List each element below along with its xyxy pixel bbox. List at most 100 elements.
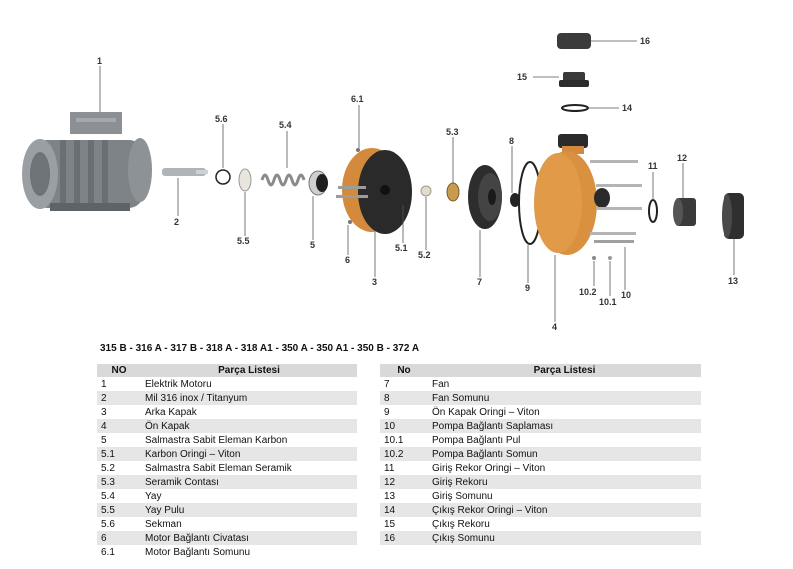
callout-9: 9 xyxy=(525,283,530,293)
stud-part xyxy=(594,240,634,243)
part-number: 15 xyxy=(384,518,396,530)
exploded-pump-diagram: 1 2 5.6 5.4 5.5 5 6.1 6 3 5.1 5.2 5.3 7 … xyxy=(22,33,744,332)
part-number: 14 xyxy=(380,503,428,517)
part-name: Pompa Bağlantı Somun xyxy=(428,447,701,461)
circlip-part xyxy=(215,169,231,185)
shaft-part xyxy=(162,168,208,176)
part-name: Ön Kapak Oringi – Viton xyxy=(432,406,540,418)
callout-10-1: 10.1 xyxy=(599,297,617,307)
part-number: 2 xyxy=(97,391,141,405)
part-number: 11 xyxy=(384,462,395,474)
callout-12: 12 xyxy=(677,153,687,163)
part-number: 5.3 xyxy=(97,475,141,489)
part-name: Salmastra Sabit Eleman Karbon xyxy=(145,434,288,446)
spring-washer-part xyxy=(238,168,252,192)
callout-6: 6 xyxy=(345,255,350,265)
callout-13: 13 xyxy=(728,276,738,286)
table-row: 3 Arka Kapak xyxy=(97,405,357,419)
callout-3: 3 xyxy=(372,277,377,287)
callout-5-5: 5.5 xyxy=(237,236,250,246)
model-numbers: 315 B - 316 A - 317 B - 318 A - 318 A1 -… xyxy=(100,343,420,354)
part-name: Ön Kapak xyxy=(141,419,357,433)
callout-14: 14 xyxy=(622,103,632,113)
part-name: Çıkış Rekoru xyxy=(432,518,490,530)
part-number: 12 xyxy=(380,475,428,489)
part-number: 10.1 xyxy=(384,434,404,446)
electric-motor-part xyxy=(22,112,152,211)
ceramic-gasket-part xyxy=(446,182,460,202)
table-header-row: No Parça Listesi xyxy=(380,364,701,377)
part-name: Seramik Contası xyxy=(141,475,357,489)
part-number: 5.1 xyxy=(97,447,141,461)
spring-part xyxy=(260,173,306,187)
table-row: 5.2 Salmastra Sabit Eleman Seramik xyxy=(97,461,357,475)
part-name: Elektrik Motoru xyxy=(145,378,212,390)
callout-10: 10 xyxy=(621,290,631,300)
callout-8: 8 xyxy=(509,136,514,146)
table-row: 15 Çıkış Rekoru xyxy=(380,517,701,531)
front-cover-part xyxy=(534,134,642,255)
callout-5-6: 5.6 xyxy=(215,114,228,124)
part-number: 6.1 xyxy=(101,546,115,558)
part-name: Çıkış Somunu xyxy=(428,531,701,545)
header-no: No xyxy=(380,364,428,377)
part-number: 5.4 xyxy=(101,490,115,502)
part-name: Yay Pulu xyxy=(141,503,357,517)
part-number: 10.2 xyxy=(380,447,428,461)
callout-15: 15 xyxy=(517,72,527,82)
inlet-union-part xyxy=(673,198,696,226)
back-cover-part xyxy=(336,148,412,234)
leader-lines xyxy=(99,40,735,322)
part-number: 5.2 xyxy=(101,462,115,474)
callout-5-1: 5.1 xyxy=(395,243,408,253)
part-number: 3 xyxy=(101,406,107,418)
inlet-nut-part xyxy=(722,193,744,239)
outlet-nut-part xyxy=(557,33,591,49)
stud-nut-part xyxy=(592,256,596,260)
table-row: 5.4 Yay xyxy=(97,489,357,503)
part-name: Çıkış Rekor Oringi – Viton xyxy=(428,503,701,517)
part-name: Motor Bağlantı Civatası xyxy=(141,531,357,545)
part-name: Giriş Somunu xyxy=(432,490,493,502)
callout-4: 4 xyxy=(552,322,557,332)
callout-6-1: 6.1 xyxy=(351,94,364,104)
part-number: 5.6 xyxy=(101,518,115,530)
part-name: Fan Somunu xyxy=(428,391,701,405)
part-number: 6 xyxy=(97,531,141,545)
table-header-row: NO Parça Listesi xyxy=(97,364,357,377)
part-name: Salmastra Sabit Eleman Seramik xyxy=(145,462,292,474)
callout-16: 16 xyxy=(640,36,650,46)
part-name: Mil 316 inox / Titanyum xyxy=(141,391,357,405)
part-name: Giriş Rekoru xyxy=(428,475,701,489)
part-name: Arka Kapak xyxy=(145,406,197,418)
part-name: Yay xyxy=(145,490,162,502)
part-number: 5.5 xyxy=(97,503,141,517)
outlet-union-part xyxy=(559,72,589,87)
callout-1: 1 xyxy=(97,56,102,66)
callout-10-2: 10.2 xyxy=(579,287,597,297)
callout-5-4: 5.4 xyxy=(279,120,292,130)
carbon-seal-part xyxy=(308,170,328,196)
part-name: Sekman xyxy=(145,518,182,530)
impeller-part xyxy=(468,165,502,229)
callout-7: 7 xyxy=(477,277,482,287)
table-row: 5.6 Sekman xyxy=(97,517,357,531)
